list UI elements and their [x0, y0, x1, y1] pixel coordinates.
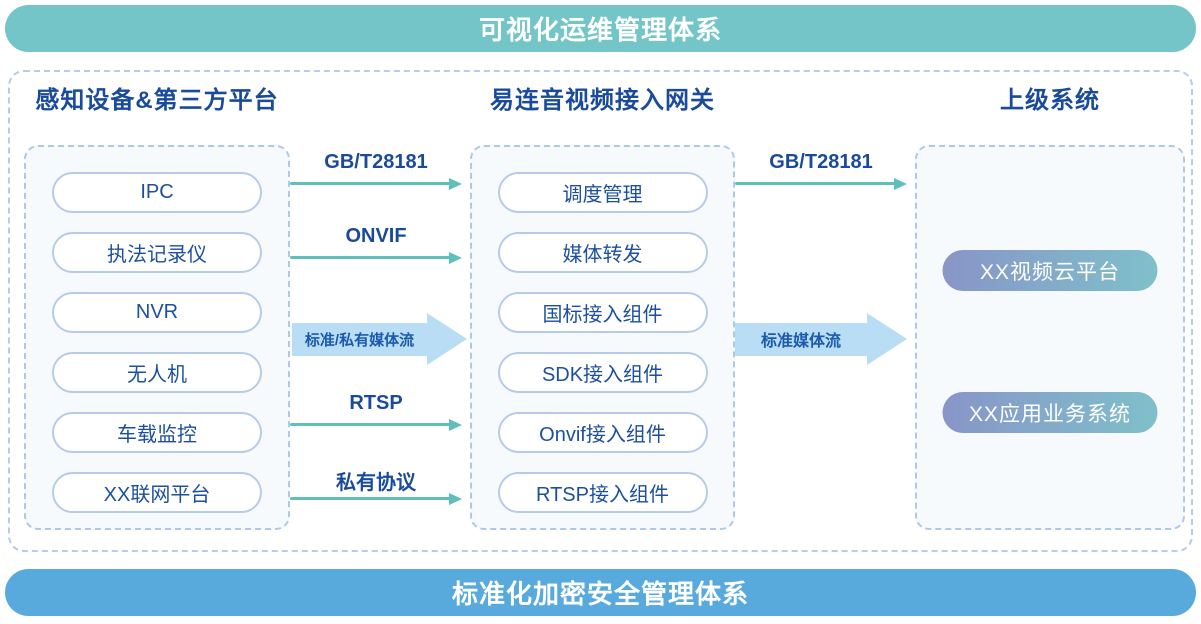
devices-group-box: IPC 执法记录仪 NVR 无人机 车载监控 XX联网平台: [24, 145, 290, 530]
flow-label: ONVIF: [345, 225, 407, 247]
upper-pill-video-cloud: XX视频云平台: [942, 250, 1158, 291]
arrow-shaft: [290, 256, 452, 259]
flow-label: 标准媒体流: [735, 322, 867, 356]
flow-label: RTSP: [349, 392, 403, 414]
column-title-devices: 感知设备&第三方平台: [35, 87, 279, 114]
gateway-pill-dispatch: 调度管理: [497, 172, 708, 213]
device-pill-ipc: IPC: [52, 172, 262, 213]
flow-label: 私有协议: [336, 472, 416, 494]
arrow-head-icon: [449, 419, 462, 431]
arrow-head-icon: [427, 313, 467, 365]
flow-arrow-gbt28181-left: GB/T28181: [290, 151, 462, 190]
gateway-group-box: 调度管理 媒体转发 国标接入组件 SDK接入组件 Onvif接入组件 RTSP接…: [470, 145, 735, 530]
gateway-pill-gb-access: 国标接入组件: [497, 292, 708, 333]
top-banner: 可视化运维管理体系: [5, 5, 1196, 52]
flow-arrow-gbt28181-right: GB/T28181: [735, 151, 907, 190]
arrow-shaft: [735, 182, 897, 185]
device-pill-nvr: NVR: [52, 292, 262, 333]
top-banner-label: 可视化运维管理体系: [478, 15, 722, 45]
device-pill-network-platform: XX联网平台: [52, 472, 262, 513]
arrow-head-icon: [894, 178, 907, 190]
main-panel: 感知设备&第三方平台 易连音视频接入网关 上级系统 IPC 执法记录仪 NVR …: [8, 70, 1193, 552]
device-pill-body-cam: 执法记录仪: [52, 232, 262, 273]
flow-arrow-media-stream-left: 标准/私有媒体流: [292, 313, 467, 365]
gateway-pill-media-forward: 媒体转发: [497, 232, 708, 273]
arrow-shaft: [290, 182, 452, 185]
flow-label: GB/T28181: [324, 151, 428, 173]
flow-arrow-standard-media-stream: 标准媒体流: [735, 313, 907, 365]
arrow-head-icon: [449, 493, 462, 505]
flow-arrow-onvif: ONVIF: [290, 225, 462, 264]
gateway-pill-sdk-access: SDK接入组件: [497, 352, 708, 393]
arrow-head-icon: [449, 178, 462, 190]
flow-label: 标准/私有媒体流: [292, 322, 427, 356]
flow-arrow-rtsp: RTSP: [290, 392, 462, 431]
column-title-gateway: 易连音视频接入网关: [490, 87, 715, 114]
column-title-upper-system: 上级系统: [1000, 87, 1100, 114]
upper-system-group-box: XX视频云平台 XX应用业务系统: [915, 145, 1185, 530]
arrow-shaft: [290, 497, 452, 500]
bottom-banner: 标准化加密安全管理体系: [5, 569, 1196, 616]
device-pill-drone: 无人机: [52, 352, 262, 393]
gateway-pill-onvif-access: Onvif接入组件: [497, 412, 708, 453]
flow-label: GB/T28181: [769, 151, 873, 173]
arrow-head-icon: [449, 252, 462, 264]
arrow-shaft: [290, 423, 452, 426]
upper-pill-business-system: XX应用业务系统: [942, 392, 1158, 433]
device-pill-vehicle-monitor: 车载监控: [52, 412, 262, 453]
bottom-banner-label: 标准化加密安全管理体系: [451, 579, 749, 609]
flow-arrow-private-protocol: 私有协议: [290, 466, 462, 505]
gateway-pill-rtsp-access: RTSP接入组件: [497, 472, 708, 513]
arrow-head-icon: [867, 313, 907, 365]
